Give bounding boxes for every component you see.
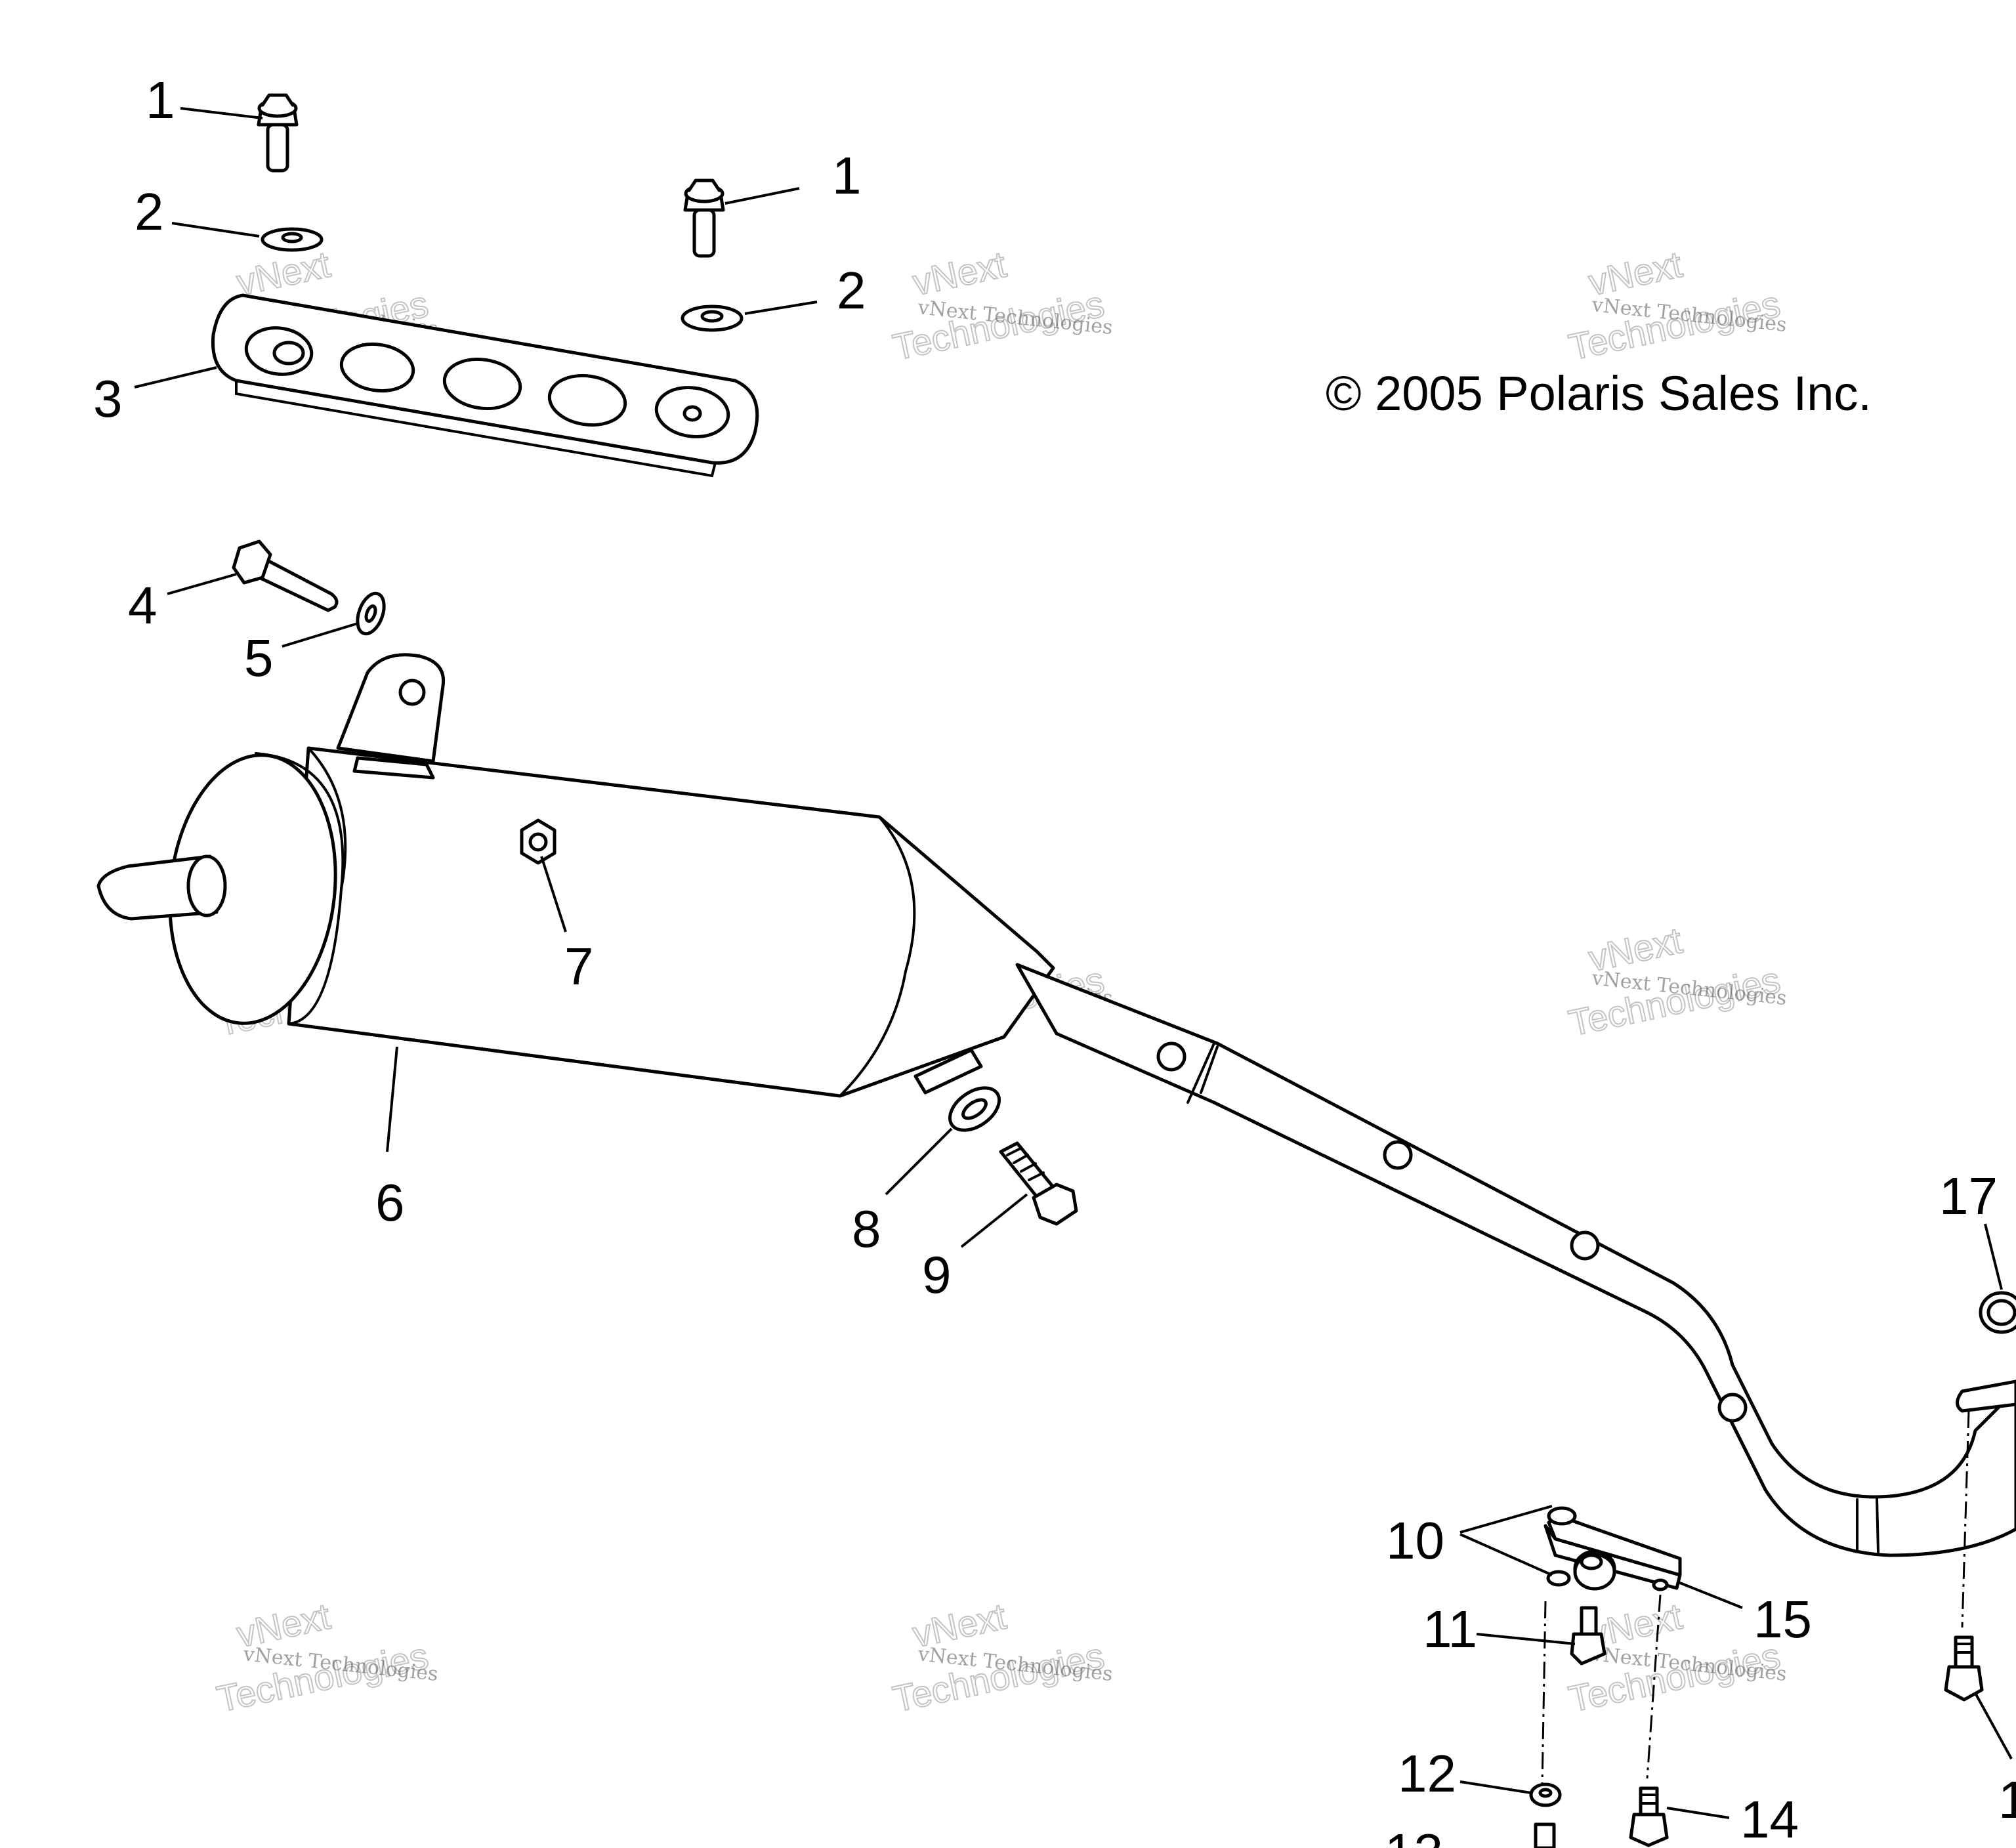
watermark-bottom-left: vNext Technologies xyxy=(213,1595,432,1721)
callout-label: 2 xyxy=(837,261,866,320)
bolt-icon xyxy=(1570,1606,1606,1666)
bolt-icon xyxy=(257,93,299,173)
callout-label: 7 xyxy=(564,937,594,996)
bolt-icon xyxy=(683,178,725,258)
mount-bracket xyxy=(1544,1506,1682,1591)
callout-label: 3 xyxy=(93,369,123,428)
bolt-icon xyxy=(999,1141,1078,1226)
callout-label: 16 xyxy=(1998,1771,2016,1829)
copyright-text: © 2005 Polaris Sales Inc. xyxy=(1326,366,1872,421)
watermark-bottom-center: vNext Technologies xyxy=(889,1595,1108,1721)
washer-icon xyxy=(681,304,744,332)
callout-label: 15 xyxy=(1754,1590,1812,1648)
leader-lines xyxy=(134,107,2013,1819)
callout-label: 10 xyxy=(1386,1511,1444,1570)
callout-label: 4 xyxy=(128,576,158,635)
callout-label: 8 xyxy=(852,1200,881,1258)
callout-label: 2 xyxy=(135,182,164,241)
bolt-icon xyxy=(1534,1822,1556,1848)
callout-label: 6 xyxy=(375,1173,405,1232)
header-pipe xyxy=(1015,963,2016,1557)
callout-label: 14 xyxy=(1740,1790,1799,1848)
callout-label: 1 xyxy=(832,146,862,205)
heat-shield xyxy=(211,293,759,478)
alignment-line xyxy=(1961,1410,1970,1628)
watermark-mid-right: vNext Technologies xyxy=(1564,919,1784,1045)
washer-icon xyxy=(1529,1782,1562,1807)
washer-icon xyxy=(948,1086,1001,1132)
callout-label: 5 xyxy=(244,629,274,687)
bolt-icon xyxy=(1944,1635,1984,1702)
washer-icon xyxy=(356,591,386,636)
washer-icon xyxy=(261,227,324,252)
callout-label: 9 xyxy=(922,1246,952,1304)
bolt-icon xyxy=(1629,1786,1669,1847)
svg-text:vNext: vNext xyxy=(909,243,1010,303)
callout-label: 17 xyxy=(1939,1167,1998,1225)
alignment-line xyxy=(1541,1601,1547,1786)
bolt-icon xyxy=(232,539,339,612)
muffler xyxy=(96,653,1055,1098)
svg-text:vNext: vNext xyxy=(233,243,334,303)
watermark-top-right: vNext Technologies xyxy=(1564,243,1784,369)
callout-label: 12 xyxy=(1398,1744,1456,1803)
callout-label: 11 xyxy=(1423,1600,1477,1658)
alignment-line xyxy=(1646,1594,1662,1779)
gasket-icon xyxy=(1979,1291,2016,1334)
callout-label: 1 xyxy=(146,71,175,129)
watermark-top-center: vNext Technologies xyxy=(889,243,1108,369)
callout-label: 13 xyxy=(1385,1823,1443,1848)
